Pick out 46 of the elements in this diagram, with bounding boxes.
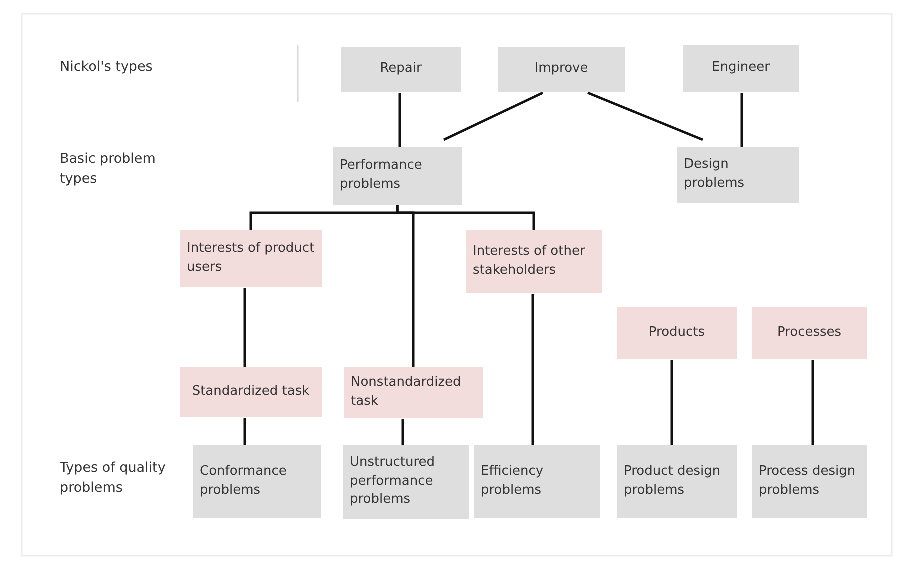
box-label: Product design problems [624,462,722,500]
problem-type-box [193,445,321,518]
problem-type-box [677,147,799,203]
box-label: Unstructured performance problems [350,454,436,510]
problem-type-box [474,445,600,518]
box-label: Efficiency problems [481,462,545,500]
connector-line [812,360,814,445]
row-heading: Types of quality problems [60,459,167,498]
problem-type-box [343,445,469,519]
category-box [752,307,867,359]
box-label: Processes [777,324,842,342]
box-label: Repair [380,60,422,78]
box-label: Performance problems [340,157,424,194]
box-label: Nonstandardized task [351,374,462,410]
box-label: Conformance problems [200,462,288,500]
box-label: Products [648,324,706,342]
connector-line [740,93,744,147]
box-label: Process design problems [759,462,857,500]
box-label: Interests of other stakeholders [473,242,586,280]
category-box [466,230,602,293]
category-box [617,307,737,359]
connector-line [588,92,704,142]
box-label: Interests of product users [187,240,315,276]
box-label: Standardized task [192,382,310,401]
connector-line [532,294,534,445]
connector-line [244,288,246,367]
connector-line [244,418,246,445]
category-box [344,367,483,418]
row-heading: Basic problem types [60,150,157,189]
box-label: Improve [534,60,588,78]
problem-type-box [333,147,462,205]
connector-line [402,419,404,445]
category-box [180,367,322,417]
problem-type-box [341,47,461,92]
problem-type-box [683,45,799,92]
problem-type-box [617,445,737,518]
row-heading: Nickol's types [60,58,154,77]
connector-line [396,205,536,230]
category-box [180,230,322,287]
box-label: Engineer [712,59,770,78]
problem-type-box [498,47,625,92]
connector-line [443,92,544,142]
connector-line [670,360,674,445]
box-label: Design problems [684,156,746,193]
problem-type-box [752,445,867,518]
connector-line [398,93,402,147]
